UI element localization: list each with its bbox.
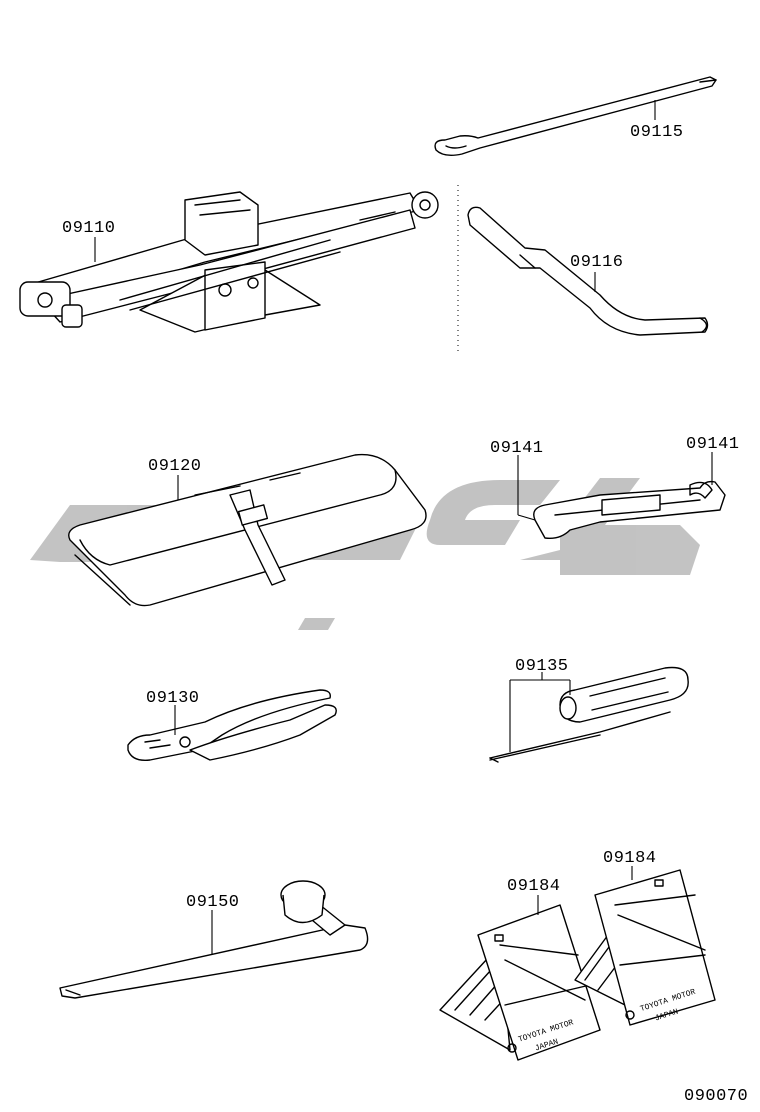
chock-left-drawing [439, 904, 601, 1061]
label-jack-handle: 09115 [630, 123, 684, 142]
label-wrench-right: 09141 [686, 435, 740, 454]
chock-right-drawing [574, 869, 716, 1026]
tool-bag-drawing [68, 453, 427, 607]
label-tool-bag: 09120 [148, 457, 202, 476]
label-handle-extension: 09116 [570, 253, 624, 272]
handle-extension-drawing [467, 206, 709, 336]
lug-wrench-drawing [59, 880, 369, 999]
jack-drawing [19, 191, 439, 333]
label-chock-left: 09184 [507, 877, 561, 896]
jack-handle-drawing [434, 76, 717, 157]
figure-number: 090070 [684, 1087, 748, 1106]
label-screwdriver: 09135 [515, 657, 569, 676]
label-chock-right: 09184 [603, 849, 657, 868]
label-jack: 09110 [62, 219, 116, 238]
label-lug-wrench: 09150 [186, 893, 240, 912]
wrench-drawing [533, 480, 726, 540]
label-wrench-left: 09141 [490, 439, 544, 458]
label-pliers: 09130 [146, 689, 200, 708]
screwdriver-drawing [489, 666, 689, 763]
pliers-drawing [127, 689, 337, 761]
leader-wrench-left-tip [517, 514, 536, 521]
